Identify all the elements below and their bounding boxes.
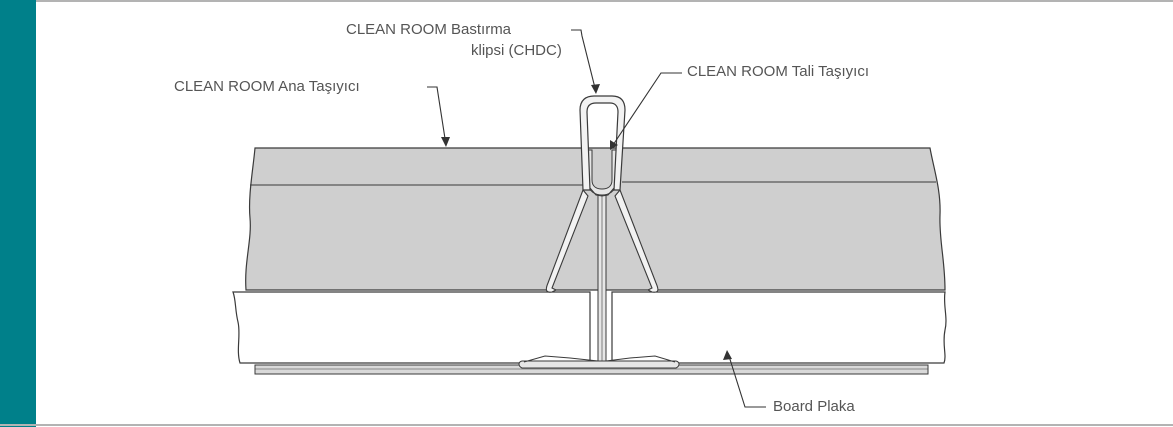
clip-leg-right — [614, 188, 659, 293]
board-plate-right — [611, 291, 947, 364]
clip-loop — [579, 95, 626, 191]
board-plate-left — [232, 291, 591, 364]
arrow-secondary-carrier — [610, 140, 618, 150]
leader-main-carrier — [427, 86, 447, 146]
bottom-border-rule — [0, 424, 1173, 426]
leader-board — [727, 352, 766, 408]
main-carrier-body — [245, 147, 946, 291]
leader-clip — [571, 29, 597, 93]
leader-lines — [427, 29, 766, 408]
board-label: Board Plaka — [773, 398, 855, 415]
hold-down-clip — [545, 95, 659, 293]
main-carrier-profile — [245, 147, 946, 291]
accent-sidebar-bar — [0, 0, 36, 427]
clip-leg-left — [545, 188, 589, 293]
top-border-rule — [0, 0, 1173, 2]
leader-arrowheads — [441, 84, 732, 360]
arrow-main-carrier — [441, 137, 450, 147]
clip-label-line2: klipsi (CHDC) — [471, 42, 562, 59]
secondary-carrier-label: CLEAN ROOM Tali Taşıyıcı — [687, 63, 869, 80]
secondary-carrier-u-channel — [587, 149, 617, 196]
board-plates — [232, 291, 947, 364]
main-carrier-label: CLEAN ROOM Ana Taşıyıcı — [174, 78, 360, 95]
secondary-carrier-profile — [518, 149, 680, 369]
arrow-clip — [591, 84, 600, 94]
arrow-board — [723, 350, 732, 360]
leader-secondary-carrier — [610, 72, 682, 149]
clip-label-line1: CLEAN ROOM Bastırma — [346, 21, 512, 38]
secondary-carrier-base — [518, 360, 680, 369]
